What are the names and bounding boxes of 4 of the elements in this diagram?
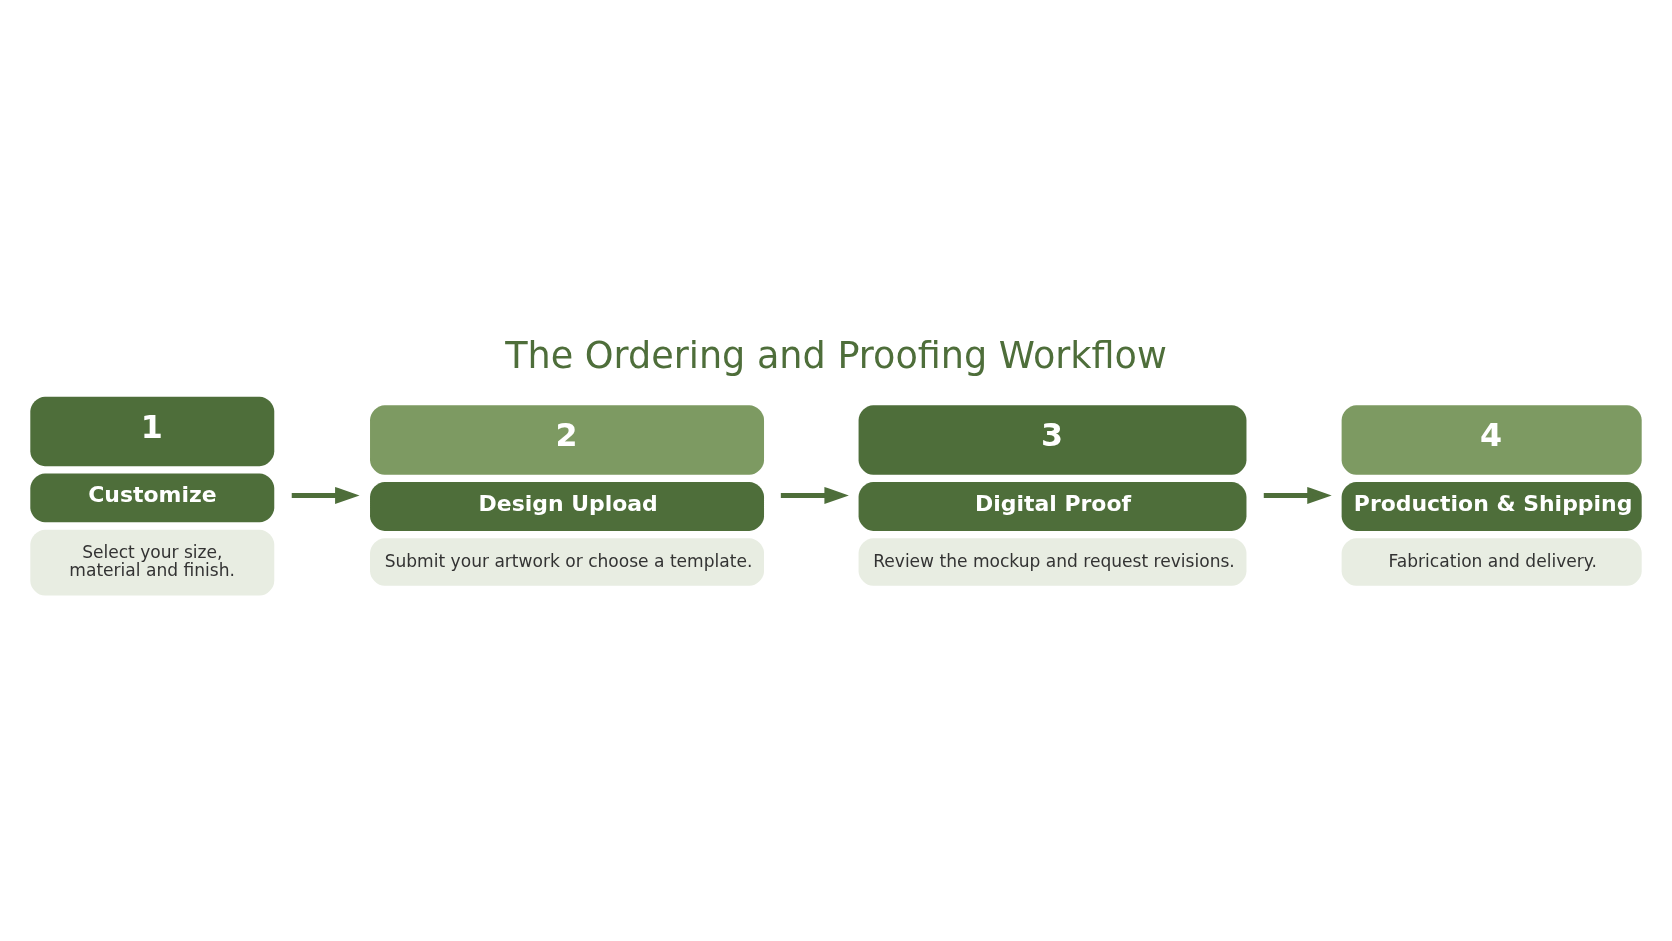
arrow [780, 486, 849, 505]
arrow [291, 486, 360, 505]
arrow [1263, 486, 1332, 505]
diagram-title: The Ordering and Proofing Workflow [505, 334, 1167, 378]
